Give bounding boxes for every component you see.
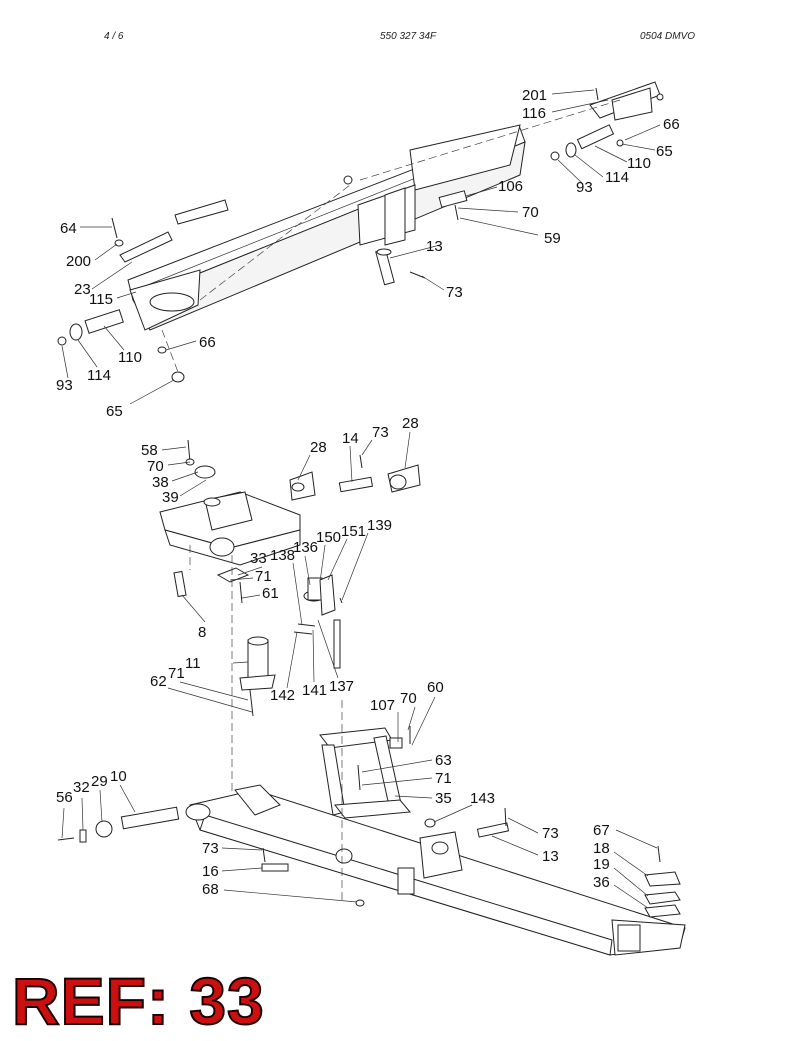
callout-8: 8 <box>198 624 206 641</box>
callout-13-low: 13 <box>542 848 559 865</box>
callout-110: 110 <box>627 155 651 172</box>
callout-28-right: 28 <box>402 415 419 432</box>
callout-36: 36 <box>593 874 610 891</box>
callout-142: 142 <box>270 687 295 704</box>
callout-201: 201 <box>522 87 547 104</box>
callout-32: 32 <box>73 779 90 796</box>
callout-116: 116 <box>522 105 546 122</box>
callout-139: 139 <box>367 517 392 534</box>
callout-33: 33 <box>250 550 267 567</box>
callout-107: 107 <box>370 697 395 714</box>
callout-56: 56 <box>56 789 73 806</box>
callout-70: 70 <box>522 204 539 221</box>
middle-swivel-assembly <box>159 439 421 800</box>
callout-66: 66 <box>663 116 680 133</box>
callout-23: 23 <box>74 281 91 298</box>
middle-leader-lines <box>161 431 411 713</box>
callout-59: 59 <box>544 230 561 247</box>
callout-70-mid: 70 <box>147 458 164 475</box>
callout-11: 11 <box>185 655 201 672</box>
callout-136: 136 <box>293 539 318 556</box>
callout-93-left: 93 <box>56 377 73 394</box>
callout-106: 106 <box>498 178 523 195</box>
callout-63: 63 <box>435 752 452 769</box>
callout-141: 141 <box>302 682 327 699</box>
callout-28: 28 <box>310 439 327 456</box>
callout-150: 150 <box>316 529 341 546</box>
callout-65-left: 65 <box>106 403 123 420</box>
callout-71: 71 <box>255 568 272 585</box>
callout-labels: 201 116 66 65 110 114 93 106 70 59 13 73… <box>56 87 680 898</box>
document-number: 550 327 34F <box>380 31 437 42</box>
callout-14: 14 <box>342 430 359 447</box>
callout-67: 67 <box>593 822 610 839</box>
callout-35: 35 <box>435 790 452 807</box>
callout-143: 143 <box>470 790 495 807</box>
callout-73-mid: 73 <box>372 424 389 441</box>
reference-stamp: REF: 33 <box>11 964 265 1038</box>
callout-65: 65 <box>656 143 673 160</box>
callout-61: 61 <box>262 585 279 602</box>
callout-137: 137 <box>329 678 354 695</box>
upper-boom-assembly <box>57 81 664 383</box>
callout-64: 64 <box>60 220 77 237</box>
callout-60: 60 <box>427 679 444 696</box>
callout-200: 200 <box>66 253 91 270</box>
callout-93: 93 <box>576 179 593 196</box>
callout-73-low-right: 73 <box>542 825 559 842</box>
page-number: 4 / 6 <box>104 31 124 42</box>
callout-66-left: 66 <box>199 334 216 351</box>
lower-frame-assembly <box>57 700 686 956</box>
center-bracket-assembly <box>239 574 343 717</box>
revision-code: 0504 DMVO <box>640 31 696 42</box>
callout-13: 13 <box>426 238 443 255</box>
lower-leader-lines <box>61 696 658 909</box>
upper-leader-lines <box>61 89 661 405</box>
callout-70-low: 70 <box>400 690 417 707</box>
callout-114-left: 114 <box>87 367 111 384</box>
callout-138: 138 <box>270 547 295 564</box>
callout-18: 18 <box>593 840 610 857</box>
callout-68: 68 <box>202 881 219 898</box>
callout-10: 10 <box>110 768 127 785</box>
callout-58: 58 <box>141 442 158 459</box>
callout-16: 16 <box>202 863 219 880</box>
callout-151: 151 <box>341 523 366 540</box>
callout-115: 115 <box>89 291 113 308</box>
callout-29: 29 <box>91 773 108 790</box>
callout-38: 38 <box>152 474 169 491</box>
callout-19: 19 <box>593 856 610 873</box>
callout-39: 39 <box>162 489 179 506</box>
callout-73-low-left: 73 <box>202 840 219 857</box>
callout-62: 62 <box>150 673 167 690</box>
callout-114: 114 <box>605 169 629 186</box>
callout-71-low: 71 <box>435 770 452 787</box>
callout-73: 73 <box>446 284 463 301</box>
callout-71-col: 71 <box>168 665 185 682</box>
callout-110-left: 110 <box>118 349 142 366</box>
